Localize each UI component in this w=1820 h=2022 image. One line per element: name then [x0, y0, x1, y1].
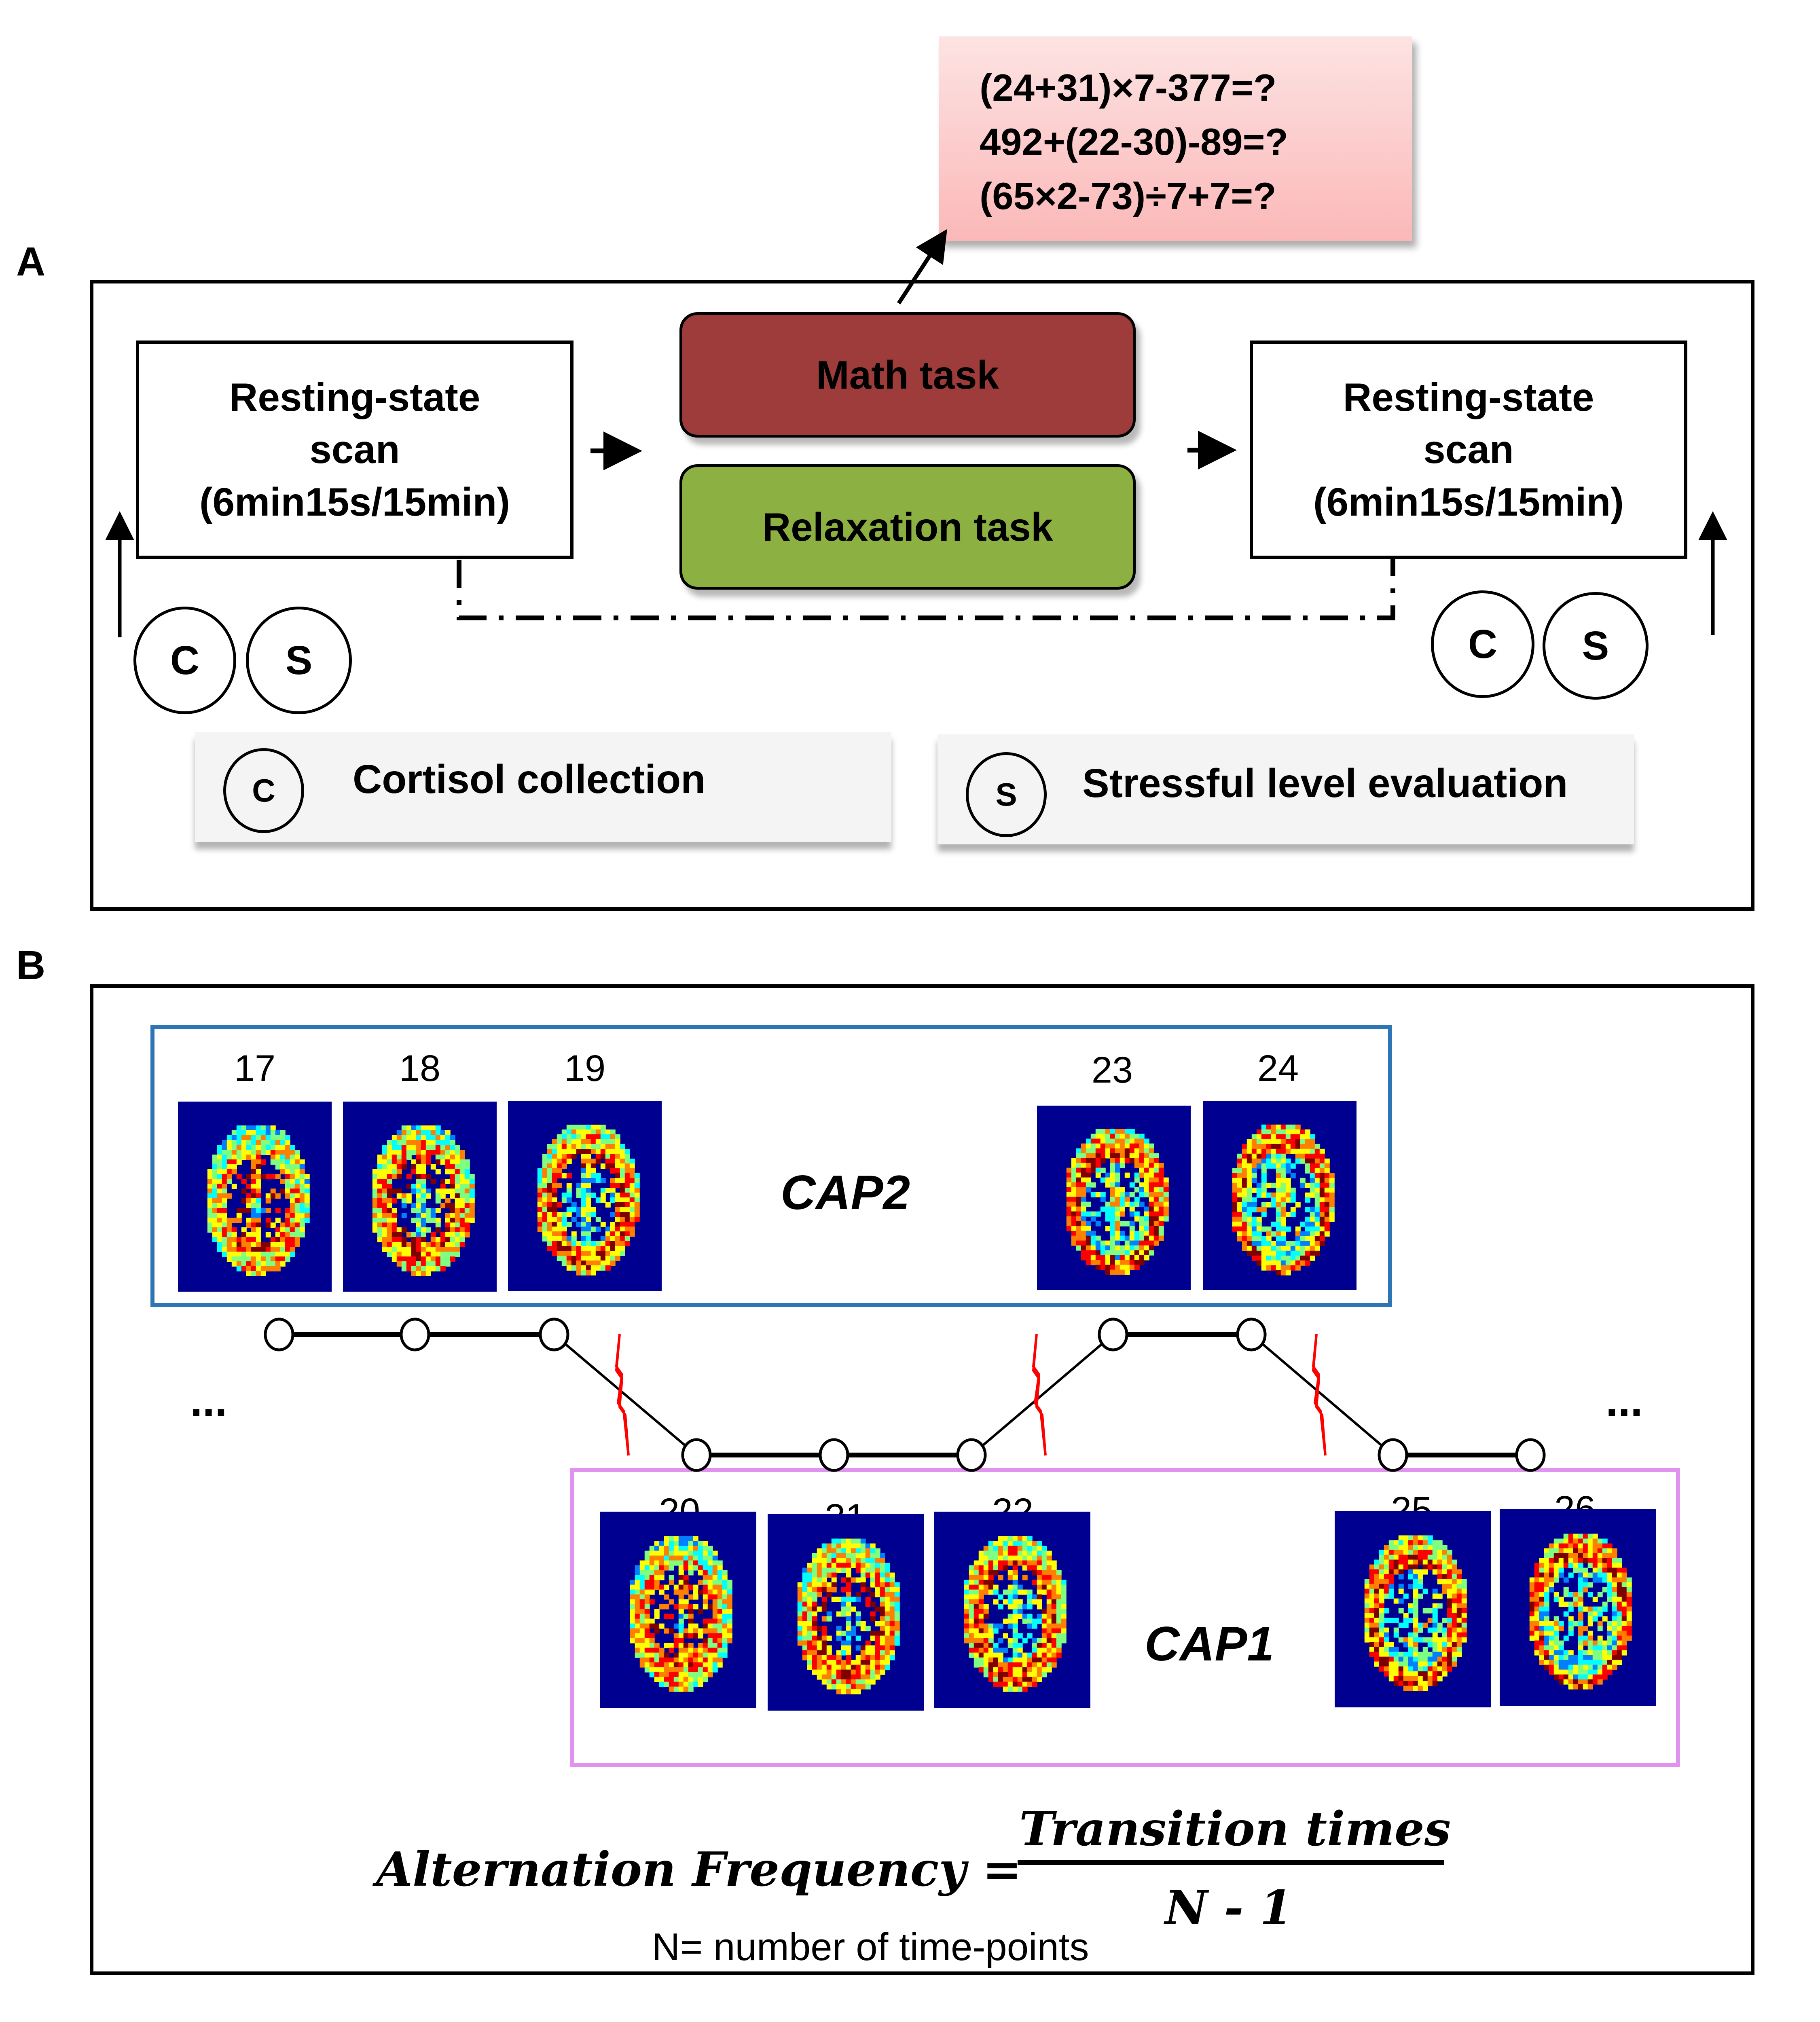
transition-lightning-icon — [615, 1334, 630, 1456]
legend-symbol: S — [995, 776, 1017, 812]
math-problem: 492+(22-30)-89=? — [980, 121, 1288, 163]
math-problems-popup: (24+31)×7-377=? 492+(22-30)-89=? (65×2-7… — [939, 36, 1412, 241]
math-problem: (65×2-73)÷7+7=? — [980, 175, 1276, 217]
time-point-node-24 — [1236, 1318, 1267, 1352]
stress-marker-label: S — [285, 637, 313, 683]
stress-marker-post: S — [1543, 592, 1649, 700]
cap2-frame — [150, 1025, 1392, 1307]
time-point-label: 23 — [1091, 1049, 1133, 1091]
legend-symbol: C — [252, 772, 275, 808]
time-point-label: 17 — [234, 1048, 276, 1089]
brain-map-t17 — [178, 1102, 332, 1292]
time-point-label: 24 — [1257, 1048, 1299, 1089]
relaxation-task-box: Relaxation task — [679, 464, 1136, 590]
formula-caption: N= number of time-points — [652, 1925, 1089, 1969]
brain-map-t26 — [1500, 1509, 1656, 1706]
panel-b-label: B — [16, 943, 46, 988]
brain-map-t22 — [934, 1512, 1090, 1708]
pre-resting-state-scan-box: Resting-state scan (6min15s/15min) — [136, 341, 574, 559]
sequence-ellipsis-right: ... — [1606, 1376, 1643, 1426]
time-point-node-25 — [1378, 1438, 1408, 1472]
transition-lightning-icon — [1312, 1334, 1327, 1456]
cap2-label: CAP2 — [781, 1165, 910, 1220]
legend-cortisol-text: Cortisol collection — [353, 757, 706, 802]
formula-lhs: Alternation Frequency = — [376, 1842, 1022, 1897]
time-point-node-21 — [819, 1438, 849, 1472]
panel-a-frame — [90, 280, 1754, 911]
post-resting-state-scan-box: Resting-state scan (6min15s/15min) — [1250, 341, 1687, 559]
brain-map-t18 — [343, 1102, 497, 1292]
brain-map-t24 — [1203, 1101, 1357, 1290]
brain-map-t19 — [508, 1101, 662, 1291]
cortisol-marker-pre: C — [133, 607, 236, 714]
cortisol-legend-icon: C — [223, 748, 304, 833]
formula-denominator: N - 1 — [1165, 1880, 1293, 1935]
legend-stress-text: Stressful level evaluation — [1082, 761, 1568, 806]
time-point-node-17 — [264, 1318, 294, 1352]
time-point-node-23 — [1098, 1318, 1128, 1352]
legend-cortisol-card: C Cortisol collection — [195, 732, 891, 842]
popup-arrow — [897, 229, 947, 305]
panel-a-label: A — [16, 239, 46, 284]
time-point-node-26 — [1515, 1438, 1546, 1472]
relaxation-task-label: Relaxation task — [762, 504, 1053, 549]
stress-marker-pre: S — [246, 607, 352, 714]
cap1-frame — [570, 1468, 1680, 1767]
stress-marker-label: S — [1582, 623, 1609, 668]
stress-legend-icon: S — [966, 752, 1047, 837]
math-problem: (24+31)×7-377=? — [980, 66, 1277, 109]
cortisol-marker-label: C — [1468, 621, 1498, 667]
brain-map-t25 — [1335, 1511, 1491, 1707]
brain-map-t23 — [1037, 1106, 1191, 1290]
formula-numerator: Transition times — [1019, 1802, 1451, 1857]
sequence-ellipsis-left: ... — [190, 1376, 227, 1426]
panel-b-frame — [90, 984, 1754, 1975]
cap1-label: CAP1 — [1145, 1617, 1274, 1671]
transition-segment — [971, 1333, 1114, 1456]
brain-map-t21 — [768, 1514, 924, 1711]
transition-segment — [1251, 1333, 1394, 1456]
legend-stress-card: S Stressful level evaluation — [938, 734, 1634, 844]
time-point-node-18 — [400, 1318, 430, 1352]
time-point-label: 18 — [399, 1048, 441, 1089]
time-point-label: 19 — [564, 1048, 606, 1089]
math-task-box: Math task — [679, 312, 1136, 438]
math-task-label: Math task — [816, 352, 999, 397]
transition-segment — [553, 1333, 697, 1456]
cortisol-marker-label: C — [170, 637, 200, 683]
time-point-node-22 — [956, 1438, 987, 1472]
time-point-node-20 — [681, 1438, 712, 1472]
time-point-node-19 — [539, 1318, 569, 1352]
formula-fraction-bar — [1018, 1860, 1444, 1865]
brain-map-t20 — [600, 1512, 756, 1708]
transition-lightning-icon — [1032, 1334, 1047, 1456]
scan-pair-bracket — [457, 559, 1395, 620]
cortisol-marker-post: C — [1431, 590, 1534, 698]
